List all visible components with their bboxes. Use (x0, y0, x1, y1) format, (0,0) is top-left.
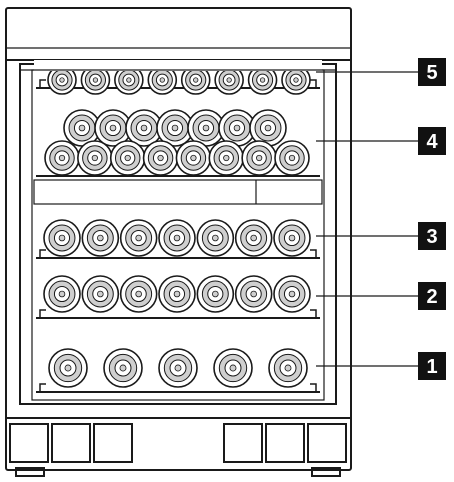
shelf-1-bottle-3 (158, 348, 198, 388)
callout-label-3: 3 (426, 226, 437, 248)
callout-label-2: 2 (426, 286, 437, 308)
shelf-4-front-bottle-7 (241, 140, 277, 176)
shelf-rail-5-bracket-left (39, 79, 46, 88)
shelf-4-back-bottle-4 (156, 109, 194, 147)
shelf-3-bottle-5 (196, 219, 235, 257)
divider-band (33, 179, 323, 205)
shelf-rail-1-bracket-left (39, 383, 46, 392)
shelf-2-bottle-6 (234, 275, 273, 313)
shelf-1-bottle-5 (268, 348, 308, 388)
shelf-4-back-bottle-3 (125, 109, 163, 147)
shelf-5-bottle-7 (247, 65, 278, 95)
shelf-rail-2-bracket-left (39, 309, 46, 318)
shelf-3-bottle-6 (234, 219, 273, 257)
shelf-2-bottle-5 (196, 275, 235, 313)
cabinet-outline (5, 7, 352, 471)
callout-box-5 (418, 58, 446, 86)
grille-cell-2 (51, 423, 91, 463)
shelf-1-bottle-4 (213, 348, 253, 388)
callout-5: 5 (418, 58, 446, 86)
shelf-2-bottle-3 (119, 275, 158, 313)
shelf-5-bottle-6 (214, 65, 244, 95)
shelf-1-bottle-2 (103, 348, 143, 388)
shelf-3-bottle-1 (43, 219, 81, 257)
shelf-rail-3-bracket-left (39, 249, 46, 258)
shelf-4-front-bottle-5 (175, 140, 212, 176)
shelf-5-bottle-1 (47, 65, 77, 95)
shelf-5-bottle-3 (114, 65, 144, 95)
grille-cell-6 (307, 423, 347, 463)
shelf-4-front-bottle-2 (77, 140, 113, 176)
shelf-2-bottle-4 (158, 275, 196, 313)
grille-cell-4 (223, 423, 263, 463)
callout-4: 4 (418, 127, 446, 155)
shelf-4-back-bottle-5 (187, 109, 225, 147)
shelf-4-back-bottle-7 (249, 109, 287, 147)
bottom-grille (9, 423, 347, 463)
callout-box-3 (418, 222, 446, 250)
grille-cell-5 (265, 423, 305, 463)
callout-label-4: 4 (426, 131, 438, 153)
callout-box-1 (418, 352, 446, 380)
shelf-4-front-bottle-6 (208, 140, 245, 176)
shelf-3-bottle-4 (158, 219, 196, 257)
callout-lines (316, 71, 418, 367)
callout-2: 2 (418, 282, 446, 310)
shelf-1-bottle-1 (48, 348, 88, 388)
shelf-2-bottle-7 (273, 275, 311, 313)
shelf-rail-1-bracket-right (310, 383, 317, 392)
bottle-group (20, 60, 336, 388)
grille-cell-1 (9, 423, 49, 463)
callout-3: 3 (418, 222, 446, 250)
shelf-4-front-bottle-4 (142, 140, 179, 176)
shelf-5-mask (34, 60, 322, 71)
shelf-rail-5-bracket-right (310, 79, 317, 88)
callout-label-1: 1 (426, 356, 437, 378)
cabinet-foot-left (15, 467, 45, 477)
shelf-4-back-bottle-6 (218, 109, 256, 147)
shelf-3-bottle-2 (81, 219, 120, 257)
shelf-5-bottle-8 (281, 65, 311, 95)
callout-1: 1 (418, 352, 446, 380)
grille-cell-3 (93, 423, 133, 463)
callout-label-5: 5 (426, 62, 437, 84)
shelf-4-front-bottle-1 (44, 140, 80, 176)
shelf-5-bottle-2 (80, 65, 111, 95)
shelf-rail-2-bracket-right (310, 309, 317, 318)
shelf-5-bottle-5 (180, 65, 211, 95)
callout-box-4 (418, 127, 446, 155)
shelf-2-bottle-1 (43, 275, 81, 313)
shelf-4-front-bottle-8 (274, 140, 310, 176)
shelf-3-bottle-7 (273, 219, 311, 257)
callout-box-2 (418, 282, 446, 310)
cabinet-foot-right (311, 467, 341, 477)
shelf-2-bottle-2 (81, 275, 120, 313)
shelf-4-front-bottle-3 (109, 140, 146, 176)
shelf-rail-3-bracket-right (310, 249, 317, 258)
shelf-3-bottle-3 (119, 219, 158, 257)
